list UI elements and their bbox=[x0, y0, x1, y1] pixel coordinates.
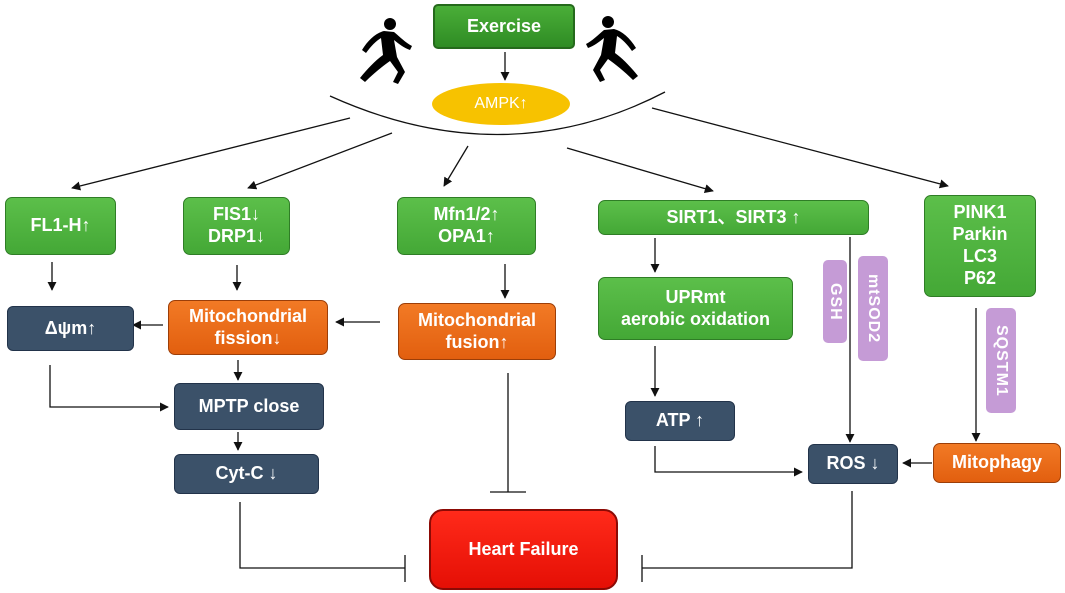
fl1h-node: FL1-H↑ bbox=[5, 197, 116, 255]
arrow-ampk-mfn bbox=[443, 145, 469, 187]
dpsi-node: Δψm↑ bbox=[7, 306, 134, 351]
mfn-opa1-node: Mfn1/2↑ OPA1↑ bbox=[397, 197, 536, 255]
mitochondrial-fusion-node: Mitochondrial fusion↑ bbox=[398, 303, 556, 360]
mitophagy-node: Mitophagy bbox=[933, 443, 1061, 483]
arrow-ampk-pink bbox=[651, 107, 949, 189]
sqstm1-label: SQSTM1 bbox=[986, 308, 1016, 413]
mptp-close-node: MPTP close bbox=[174, 383, 324, 430]
runner-silhouette-right-icon bbox=[586, 16, 638, 82]
mtsod2-label: mtSOD2 bbox=[858, 256, 888, 361]
uprmt-node: UPRmt aerobic oxidation bbox=[598, 277, 793, 340]
mitochondrial-fission-node: Mitochondrial fission↓ bbox=[168, 300, 328, 355]
arrow-ampk-fl1h bbox=[71, 117, 351, 191]
ros-node: ROS ↓ bbox=[808, 444, 898, 484]
sirt-node: SIRT1、SIRT3 ↑ bbox=[598, 200, 869, 235]
inhibit-ros-hf bbox=[642, 491, 853, 569]
arrow-ampk-fis1 bbox=[247, 132, 393, 190]
exercise-node: Exercise bbox=[433, 4, 575, 49]
fis1-drp1-node: FIS1↓ DRP1↓ bbox=[183, 197, 290, 255]
heart-failure-node: Heart Failure bbox=[429, 509, 618, 590]
gsh-label: GSH bbox=[823, 260, 847, 343]
ampk-arc bbox=[329, 91, 666, 136]
ampk-node: AMPK↑ bbox=[432, 83, 570, 125]
arrow-atp-ros bbox=[654, 446, 803, 477]
arrow-dpsi-mptp bbox=[49, 365, 169, 412]
runner-silhouette-left-icon bbox=[360, 18, 412, 84]
cyt-c-node: Cyt-C ↓ bbox=[174, 454, 319, 494]
atp-node: ATP ↑ bbox=[625, 401, 735, 441]
pink1-parkin-node: PINK1 Parkin LC3 P62 bbox=[924, 195, 1036, 297]
arrow-ampk-sirt bbox=[566, 147, 714, 194]
inhibit-cytc-hf bbox=[239, 502, 405, 569]
